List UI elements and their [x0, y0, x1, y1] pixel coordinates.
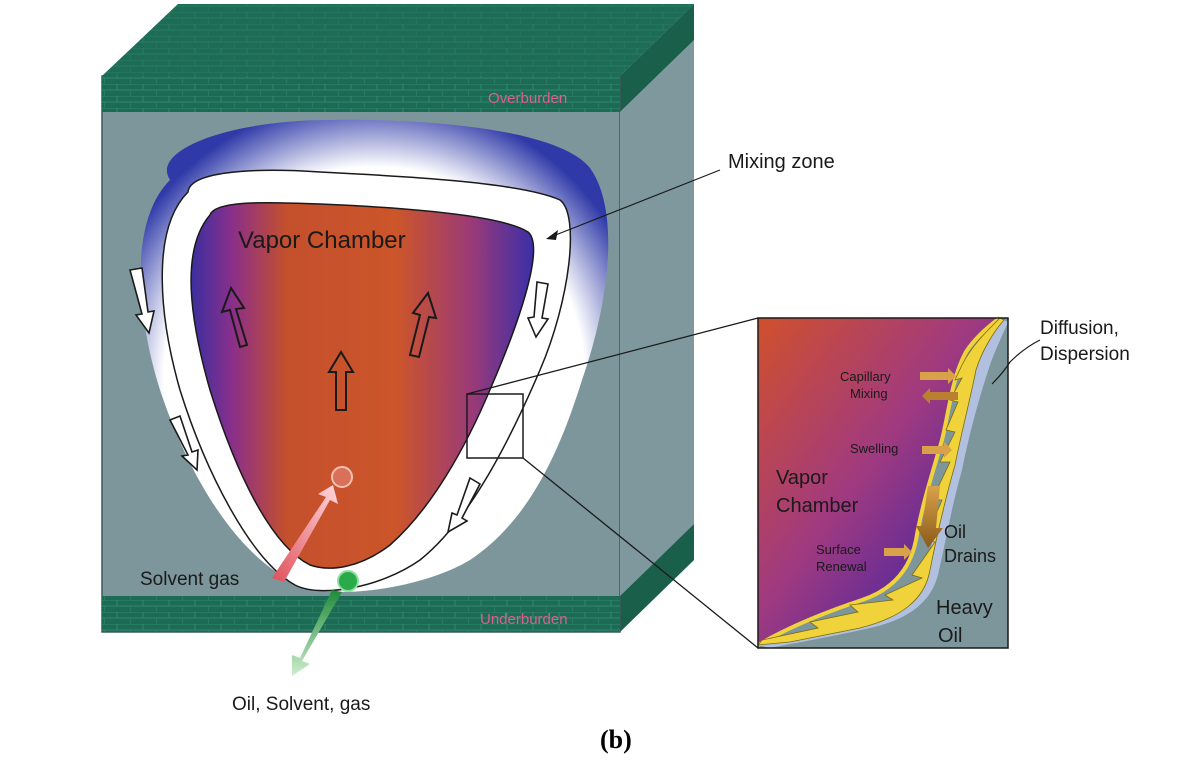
swelling-label: Swelling	[850, 441, 898, 456]
diffusion-label-1: Diffusion,	[1040, 318, 1119, 339]
oil-drains-label-2: Drains	[944, 546, 996, 566]
solvent-injection-point	[331, 466, 353, 488]
vapor-chamber	[190, 201, 535, 569]
upward-arrow-left	[220, 285, 249, 349]
overburden-layer	[102, 76, 620, 112]
diffusion-label-2: Dispersion	[1040, 344, 1130, 365]
mixing-zone-leader	[547, 169, 721, 239]
surface-renewal-arrow	[884, 544, 912, 560]
surface-label-2: Renewal	[816, 559, 867, 574]
downward-arrow-left-upper	[128, 267, 156, 335]
solvent-gas-arrow	[272, 485, 338, 582]
zoom-box	[466, 393, 524, 459]
production-well	[337, 570, 359, 592]
vapor-chamber-label: Vapor Chamber	[238, 227, 406, 254]
heavy-oil-label-1: Heavy	[936, 597, 993, 619]
panel-caption: (b)	[600, 725, 632, 754]
surface-label-1: Surface	[816, 542, 861, 557]
inset-interface	[756, 316, 1002, 647]
overburden-label: Overburden	[488, 90, 567, 107]
inset-detail	[756, 316, 1009, 649]
oil-drains-label-1: Oil	[944, 522, 966, 542]
downward-arrow-left-lower	[168, 414, 199, 472]
capillary-label-2: Mixing	[850, 386, 888, 401]
downward-arrow-right-lower	[446, 476, 482, 534]
underburden-label: Underburden	[480, 611, 568, 628]
underburden-layer	[102, 596, 620, 632]
capillary-arrow-in	[920, 368, 956, 384]
capillary-arrow-out	[922, 388, 958, 404]
swelling-arrow	[922, 442, 952, 458]
oil-drain-arrow	[916, 486, 943, 548]
upward-arrow-right	[408, 290, 438, 359]
callout-line-top	[466, 317, 759, 395]
mixing-zone-label: Mixing zone	[728, 151, 835, 173]
vapor-chamber-group	[128, 119, 609, 676]
capillary-label-1: Capillary	[840, 369, 891, 384]
upward-arrow-center	[327, 350, 355, 411]
diffusion-leader	[991, 339, 1041, 385]
downward-arrow-right-upper	[526, 281, 550, 339]
inset-vapor-label-1: Vapor	[776, 467, 828, 489]
callout-line-bottom	[522, 457, 759, 649]
inset-oil-film	[757, 317, 1005, 646]
inset-vapor-label-2: Chamber	[776, 495, 859, 517]
solvent-gas-label: Solvent gas	[140, 569, 239, 590]
products-label: Oil, Solvent, gas	[232, 694, 370, 715]
production-arrow	[292, 590, 342, 676]
heavy-oil-label-2: Oil	[938, 625, 962, 647]
